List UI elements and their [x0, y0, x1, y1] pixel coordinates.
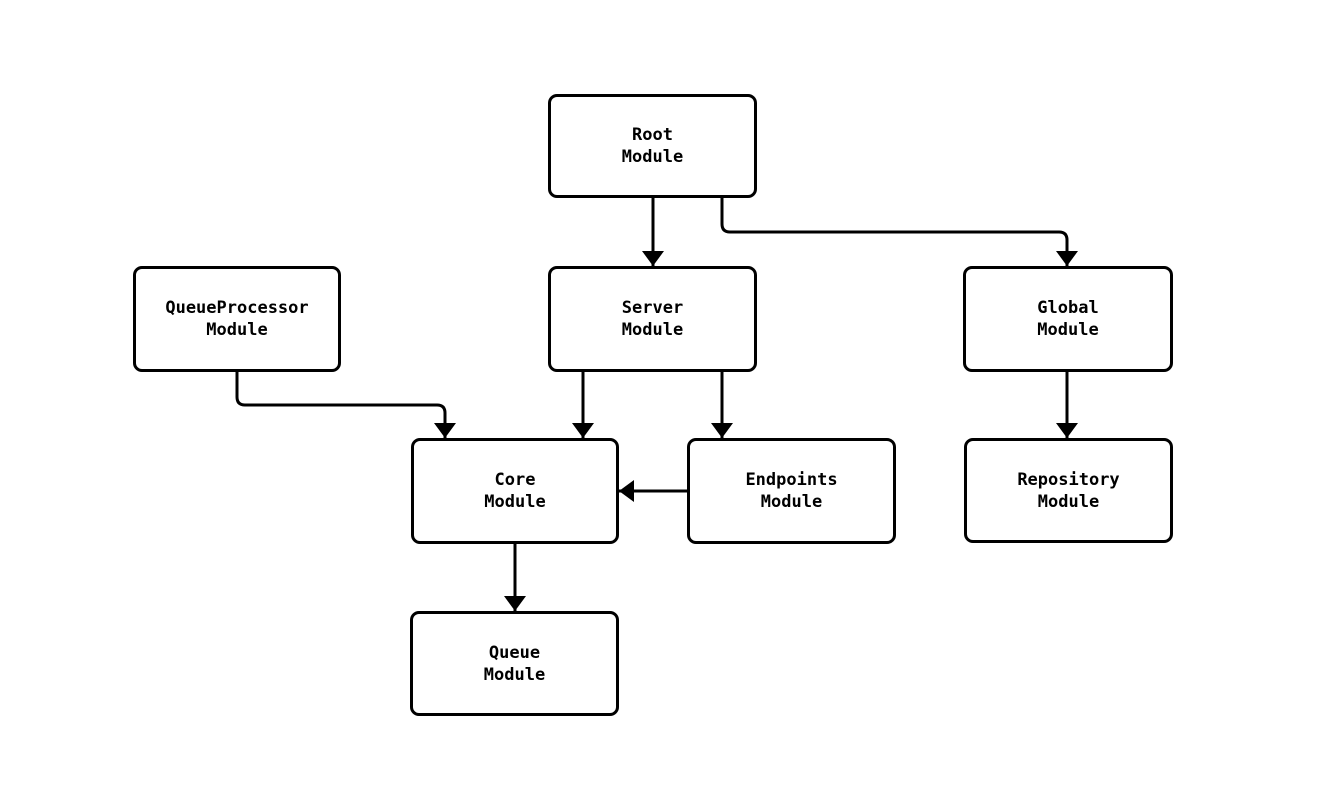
node-core-module-label: Core Module	[484, 470, 546, 512]
node-queueprocessor-module-label: QueueProcessor Module	[165, 298, 309, 340]
node-repository-module: Repository Module	[964, 438, 1173, 543]
node-root-module-label: Root Module	[621, 125, 684, 167]
node-server-module: Server Module	[548, 266, 757, 372]
node-core-module: Core Module	[411, 438, 619, 544]
node-queueprocessor-module: QueueProcessor Module	[133, 266, 341, 372]
node-queue-module: Queue Module	[410, 611, 619, 716]
node-repository-module-label: Repository Module	[1017, 469, 1120, 512]
edge-root-to-global	[720, 198, 1078, 266]
node-endpoints-module: Endpoints Module	[687, 438, 896, 544]
node-global-module-label: Global Module	[1037, 298, 1099, 340]
node-endpoints-module-label: Endpoints Module	[745, 470, 838, 512]
edge-queueprocessor-to-core	[235, 372, 456, 438]
node-global-module: Global Module	[963, 266, 1173, 372]
node-root-module: Root Module	[548, 94, 757, 198]
node-server-module-label: Server Module	[621, 298, 684, 340]
node-queue-module-label: Queue Module	[483, 642, 546, 685]
